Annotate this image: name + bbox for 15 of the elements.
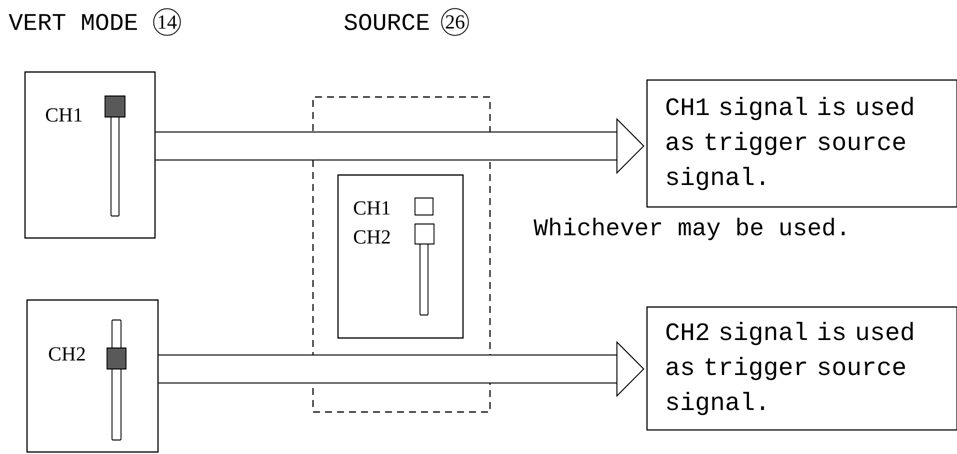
channel-label: CH2 (48, 347, 85, 361)
channel-label: CH1 (354, 201, 390, 215)
control-name: SOURCE (344, 14, 429, 30)
switch-panel (24, 71, 156, 239)
switch-panel (337, 174, 464, 339)
text-box: CH1 signal is used as trigger source signal. (646, 79, 957, 208)
channel-label: CH1 (46, 108, 82, 122)
text-box: CH2 signal is used as trigger source signal. (646, 306, 957, 431)
note-text: Whichever may be used. (534, 218, 845, 240)
channel-label: CH2 (354, 230, 390, 244)
callout-number: 14 (153, 8, 181, 36)
callout-number: 26 (441, 8, 469, 36)
switch-panel (26, 299, 159, 453)
control-name: VERT MODE (8, 14, 137, 30)
dashed-frame (312, 96, 491, 413)
